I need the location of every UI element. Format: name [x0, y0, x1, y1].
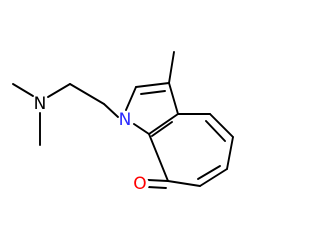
bond-c4-to-c5 [209, 113, 234, 138]
carbonyl-oxygen-label: O [133, 174, 146, 194]
bond-c8-to-oxygen [147, 179, 169, 182]
bond-ring-n-to-c2 [125, 86, 137, 111]
bond-c4-to-c5-double [205, 120, 226, 142]
ring-nitrogen-label: N [119, 110, 132, 130]
bond-c6-to-c7 [199, 168, 228, 187]
bond-c3-to-methyl [168, 51, 175, 84]
bond-c8-to-oxygen-double [147, 186, 167, 189]
atom-labels: N N O [34, 94, 149, 194]
amine-nitrogen: N [34, 94, 47, 114]
bond-c2-to-c3-double [140, 90, 166, 95]
bond-methyl-top-to-amine-n [12, 83, 34, 97]
bond-ch2-to-ring-n [103, 103, 119, 118]
bond-amine-n-to-ch2 [47, 83, 71, 98]
bond-c8-to-c8a [148, 133, 169, 182]
bond-c3-to-c3a [168, 82, 179, 115]
bond-c8a-to-ring-n [133, 123, 150, 135]
bond-c6-to-c7-double [197, 165, 221, 180]
carbonyl-oxygen: O [131, 174, 149, 194]
bond-c2-to-c3 [135, 82, 170, 88]
chemical-structure-diagram: N N O [12, 51, 234, 194]
bonds [12, 51, 234, 189]
carbonyl-oxygen-background [131, 175, 149, 193]
amine-nitrogen-label: N [34, 94, 47, 114]
bond-c3a-to-c8a-double [151, 121, 173, 137]
bond-c3a-to-c8a [148, 113, 179, 135]
bond-c7-to-c8 [167, 180, 201, 187]
bond-ch2-to-ch2 [69, 83, 105, 105]
ring-nitrogen: N [119, 110, 132, 130]
bond-c5-to-c6 [226, 136, 234, 170]
